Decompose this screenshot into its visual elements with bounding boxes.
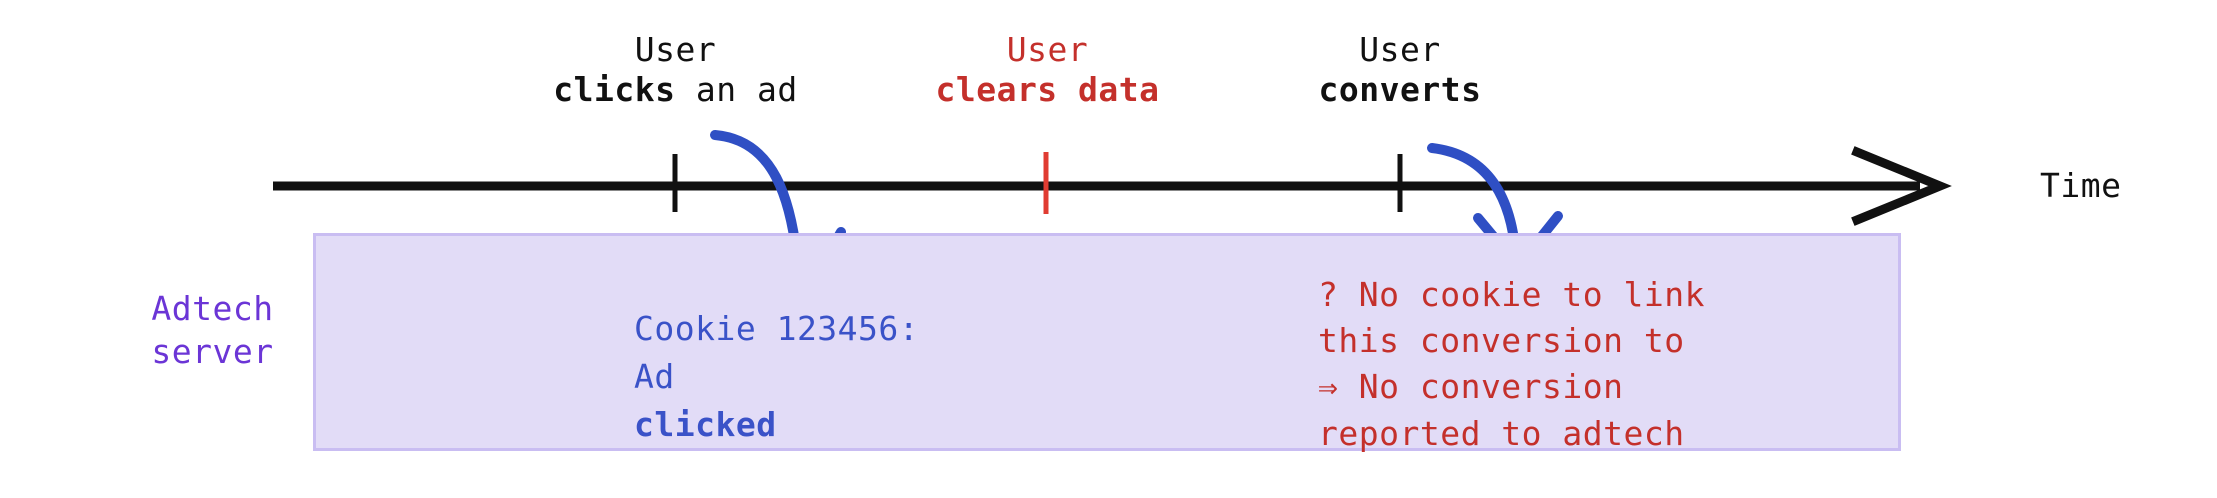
- event-label-user-converts: User converts: [1265, 30, 1535, 111]
- no-conversion-line4: reported to adtech: [1318, 413, 1685, 453]
- event-label-line1: User: [634, 30, 717, 69]
- cookie-log-line2-strong: clicked: [634, 405, 777, 445]
- no-conversion-line2: this conversion to: [1318, 321, 1685, 361]
- event-label-line2-strong: clears data: [935, 70, 1160, 110]
- cookie-log-note: Cookie 123456: Ad clicked: [634, 305, 919, 450]
- no-conversion-line1: ? No cookie to link: [1318, 275, 1705, 314]
- cookie-log-line1: Cookie 123456:: [634, 309, 920, 348]
- event-label-line2-strong: clicks: [553, 70, 676, 110]
- adtech-server-label: Adtech server: [120, 288, 305, 374]
- event-label-line1: User: [1359, 30, 1441, 69]
- adtech-server-label-line2: server: [151, 331, 274, 371]
- event-label-user-clears-data: User clears data: [900, 30, 1195, 111]
- event-label-line2: clears data: [900, 70, 1195, 110]
- event-label-line2-strong: converts: [1318, 70, 1482, 110]
- time-axis-arrowhead: [1851, 146, 1952, 226]
- event-label-line1: User: [1006, 30, 1089, 69]
- no-conversion-line3: ⇒ No conversion: [1318, 367, 1624, 407]
- adtech-server-band: [313, 233, 1901, 451]
- cookie-log-line2-prefix: Ad: [634, 357, 675, 397]
- cookie-log-line2: Ad clicked: [634, 353, 919, 449]
- adtech-server-label-line1: Adtech: [151, 289, 274, 328]
- event-label-user-clicks-an-ad: User clicks an ad: [523, 30, 828, 111]
- event-label-line2: clicks an ad: [523, 70, 828, 110]
- time-axis-caption: Time: [2040, 166, 2122, 205]
- event-label-line2-rest: an ad: [675, 70, 798, 110]
- event-label-line2: converts: [1265, 70, 1535, 110]
- no-conversion-note: ? No cookie to link this conversion to ⇒…: [1318, 272, 1705, 457]
